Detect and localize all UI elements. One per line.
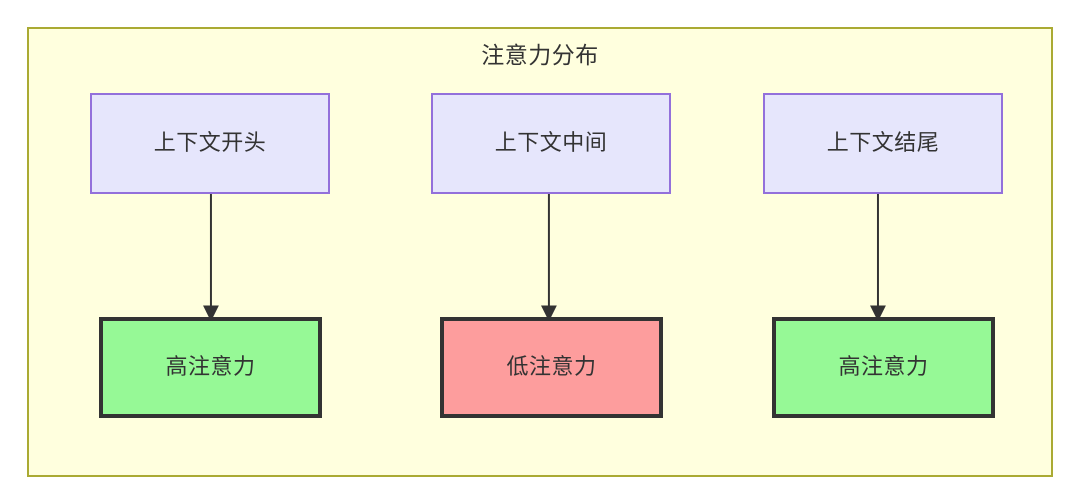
node-low-attention-middle-label: 低注意力 (506, 354, 597, 380)
subgraph-title: 注意力分布 (481, 43, 599, 69)
node-context-start-label: 上下文开头 (153, 130, 267, 156)
node-context-end-label: 上下文结尾 (826, 130, 940, 156)
node-high-attention-start-label: 高注意力 (165, 354, 256, 380)
node-context-middle[interactable]: 上下文中间 (431, 93, 671, 194)
node-context-middle-label: 上下文中间 (494, 130, 608, 156)
node-context-start[interactable]: 上下文开头 (90, 93, 330, 194)
node-high-attention-end-label: 高注意力 (838, 354, 929, 380)
node-high-attention-end[interactable]: 高注意力 (772, 317, 995, 418)
node-low-attention-middle[interactable]: 低注意力 (440, 317, 663, 418)
subgraph-attention-distribution: 注意力分布 上下文开头 上下文中间 上下文结尾 高注意力 (27, 27, 1053, 477)
node-context-end[interactable]: 上下文结尾 (763, 93, 1003, 194)
node-high-attention-start[interactable]: 高注意力 (99, 317, 322, 418)
